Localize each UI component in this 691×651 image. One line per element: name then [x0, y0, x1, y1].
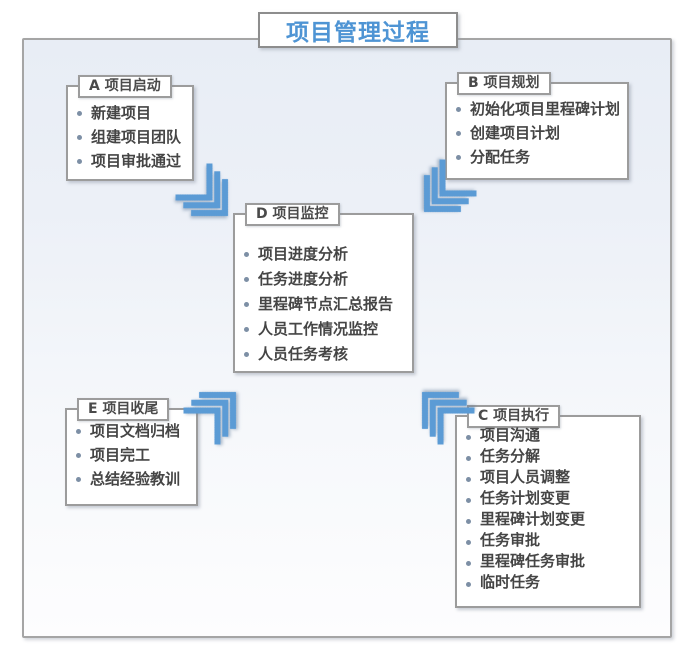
list-item: 里程碑计划变更	[457, 509, 639, 530]
chevron-arrow-e-to-center	[183, 372, 256, 445]
list-item: 人员任务考核	[235, 342, 412, 367]
list-item: 组建项目团队	[68, 125, 192, 149]
node-header-label: D 项目监控	[256, 206, 329, 222]
list-item: 人员工作情况监控	[235, 317, 412, 342]
triple-chevron-icon	[421, 391, 475, 445]
node-list: 项目文档归档 项目完工 总结经验教训	[67, 419, 196, 491]
list-item: 创建项目计划	[447, 121, 627, 145]
node-header-d: D 项目监控	[245, 203, 340, 226]
list-item: 新建项目	[68, 101, 192, 125]
list-item: 任务审批	[457, 530, 639, 551]
node-header-label: E 项目收尾	[88, 401, 159, 417]
list-item: 里程碑任务审批	[457, 551, 639, 572]
node-project-execution: C 项目执行 项目沟通 任务分解 项目人员调整 任务计划变更 里程碑计划变更 任…	[455, 405, 641, 608]
node-list: 新建项目 组建项目团队 项目审批通过	[68, 101, 192, 173]
node-header-label: B 项目规划	[468, 75, 540, 91]
node-header-c: C 项目执行	[467, 405, 561, 428]
node-header-b: B 项目规划	[457, 72, 551, 95]
node-list: 项目进度分析 任务进度分析 里程碑节点汇总报告 人员工作情况监控 人员任务考核	[235, 242, 412, 367]
list-item: 任务分解	[457, 446, 639, 467]
node-project-closure: E 项目收尾 项目文档归档 项目完工 总结经验教训	[65, 398, 198, 506]
triple-chevron-icon	[183, 391, 237, 445]
list-item: 项目进度分析	[235, 242, 412, 267]
list-item: 项目完工	[67, 443, 196, 467]
triple-chevron-icon	[175, 163, 229, 217]
list-item: 初始化项目里程碑计划	[447, 97, 627, 121]
diagram-title-box: 项目管理过程	[258, 12, 458, 48]
triple-chevron-icon	[423, 159, 477, 213]
node-header-a: A 项目启动	[78, 75, 172, 98]
chevron-arrow-a-to-center	[175, 163, 248, 236]
list-item: 总结经验教训	[67, 467, 196, 491]
list-item: 项目文档归档	[67, 419, 196, 443]
list-item: 项目人员调整	[457, 467, 639, 488]
list-item: 任务计划变更	[457, 488, 639, 509]
list-item: 临时任务	[457, 572, 639, 593]
chevron-arrow-c-to-center	[402, 372, 475, 445]
list-item: 任务进度分析	[235, 267, 412, 292]
chevron-arrow-b-to-center	[404, 159, 477, 232]
node-project-planning: B 项目规划 初始化项目里程碑计划 创建项目计划 分配任务	[445, 72, 629, 180]
list-item: 项目审批通过	[68, 149, 192, 173]
node-header-label: A 项目启动	[89, 78, 161, 94]
list-item: 项目沟通	[457, 425, 639, 446]
node-header-e: E 项目收尾	[77, 398, 170, 421]
diagram-title: 项目管理过程	[286, 20, 430, 46]
node-list: 初始化项目里程碑计划 创建项目计划 分配任务	[447, 97, 627, 169]
node-header-label: C 项目执行	[478, 408, 550, 424]
node-project-monitoring: D 项目监控 项目进度分析 任务进度分析 里程碑节点汇总报告 人员工作情况监控 …	[233, 203, 414, 373]
list-item: 里程碑节点汇总报告	[235, 292, 412, 317]
node-list: 项目沟通 任务分解 项目人员调整 任务计划变更 里程碑计划变更 任务审批 里程碑…	[457, 425, 639, 593]
node-project-initiation: A 项目启动 新建项目 组建项目团队 项目审批通过	[66, 75, 194, 181]
list-item: 分配任务	[447, 145, 627, 169]
